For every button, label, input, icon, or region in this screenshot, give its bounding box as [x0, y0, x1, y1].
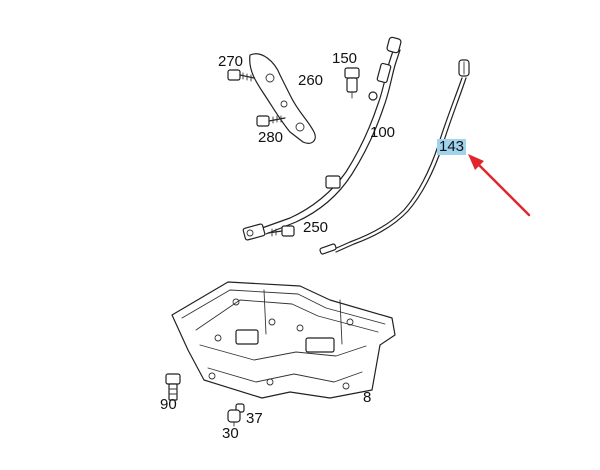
- dipstick-143-drawing: [319, 59, 470, 255]
- plug-37-30-drawing: [227, 403, 245, 427]
- callout-250: 250: [303, 219, 329, 236]
- fitting-150-drawing: [344, 67, 360, 99]
- callout-8: 8: [363, 389, 372, 406]
- bolt-270-drawing: [227, 69, 255, 82]
- bolt-90-drawing: [165, 373, 181, 401]
- bolt-250-drawing: [267, 225, 295, 237]
- callout-90: 90: [160, 396, 177, 413]
- guide-tube-100-drawing: [242, 36, 402, 241]
- callout-280: 280: [258, 129, 284, 146]
- bracket-260-drawing: [249, 53, 316, 144]
- callout-150: 150: [332, 50, 358, 67]
- callout-270: 270: [218, 53, 244, 70]
- oil-pan-8-drawing: [171, 281, 396, 399]
- callout-143-highlighted: 143: [437, 138, 467, 155]
- callout-260: 260: [298, 72, 324, 89]
- callout-37: 37: [246, 410, 263, 427]
- bolt-280-drawing: [256, 115, 286, 127]
- red-pointer-arrow: [468, 154, 531, 217]
- callout-30: 30: [222, 425, 239, 442]
- callout-100: 100: [370, 124, 396, 141]
